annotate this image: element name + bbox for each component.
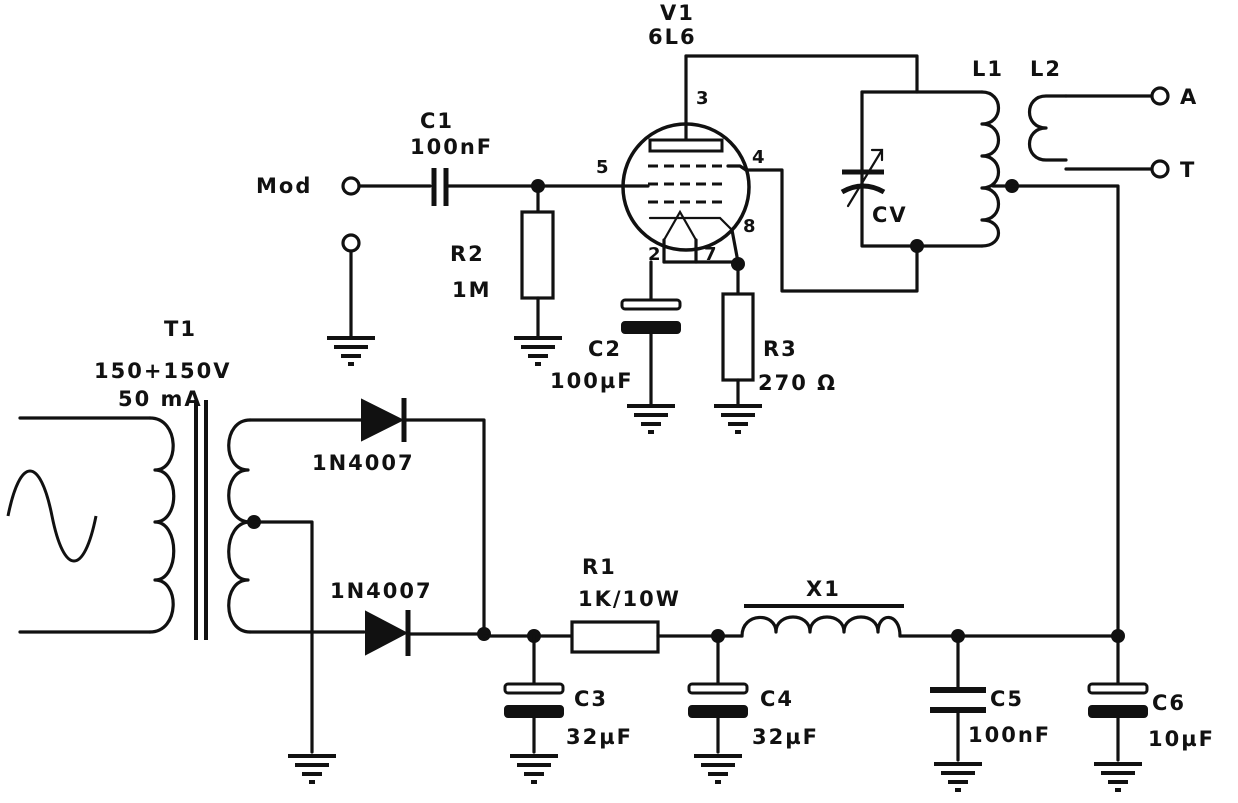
resistor-r2: R2 1M: [450, 184, 564, 366]
t1-ref: T1: [164, 317, 197, 341]
mod-ground-terminal[interactable]: [341, 233, 361, 253]
d-top-ref: 1N4007: [312, 451, 415, 475]
capacitor-c4: C4 32µF: [687, 634, 819, 784]
c2-value: 100µF: [550, 369, 634, 393]
r3-value: 270 Ω: [758, 371, 837, 395]
r2-ref: R2: [450, 242, 485, 266]
cv-ref: CV: [872, 203, 908, 227]
ground-icon: [508, 754, 560, 784]
coil-l1: L1: [972, 57, 1014, 248]
pin-screen: 4: [752, 147, 765, 168]
pin-heater-b: 7: [704, 244, 717, 265]
c3-value: 32µF: [566, 725, 633, 749]
mod-input: Mod: [256, 174, 432, 366]
capacitor-c5: C5 100nF: [930, 634, 1051, 792]
pin-cathode: 8: [743, 216, 756, 237]
variable-capacitor-cv: CV: [840, 148, 908, 227]
diode-bottom: 1N4007: [330, 579, 486, 656]
ground-icon: [625, 404, 677, 434]
choke-x1: X1: [740, 577, 904, 638]
c1-ref: C1: [420, 109, 454, 133]
coil-l2: L2: [1028, 57, 1154, 171]
pin-plate: 3: [696, 88, 709, 109]
tube-v1: V1 6L6 3 5 4 8 2 7: [596, 1, 765, 265]
t1-voltage: 150+150V: [94, 359, 232, 383]
diode-top: 1N4007: [312, 398, 486, 636]
c2-ref: C2: [588, 337, 622, 361]
ground-icon: [286, 754, 338, 784]
antenna-terminal[interactable]: [1150, 86, 1170, 106]
c1-value: 100nF: [410, 135, 493, 159]
l2-ref: L2: [1030, 57, 1062, 81]
c5-ref: C5: [990, 687, 1024, 711]
mod-label: Mod: [256, 174, 312, 198]
ground-icon: [932, 762, 984, 792]
c5-value: 100nF: [968, 723, 1051, 747]
junction-dot: [477, 627, 491, 641]
terminal-a-label: A: [1180, 85, 1198, 109]
tank-circuit: CV L1 L2 A T: [840, 57, 1198, 253]
resistor-r1: R1 1K/10W: [570, 555, 744, 654]
capacitor-c1: C1 100nF: [410, 109, 540, 206]
d-bottom-ref: 1N4007: [330, 579, 433, 603]
transformer-t1: T1 150+150V 50 mA: [18, 317, 252, 640]
c4-value: 32µF: [752, 725, 819, 749]
pin-grid: 5: [596, 157, 609, 178]
c6-value: 10µF: [1148, 727, 1215, 751]
tube-type: 6L6: [648, 25, 697, 49]
terminal-t-label: T: [1180, 158, 1196, 182]
capacitor-c2: C2 100µF: [550, 260, 682, 434]
resistor-r3: R3 270 Ω: [712, 262, 837, 434]
c3-ref: C3: [574, 687, 608, 711]
ac-source: [6, 469, 98, 563]
x1-ref: X1: [806, 577, 841, 601]
c6-ref: C6: [1152, 691, 1186, 715]
ground-icon: [512, 336, 564, 366]
r3-ref: R3: [763, 337, 798, 361]
capacitor-c3: C3 32µF: [503, 634, 633, 784]
ground-icon: [1092, 762, 1144, 792]
t1-current: 50 mA: [118, 387, 203, 411]
ground-icon: [712, 404, 764, 434]
ground-icon: [325, 336, 377, 366]
tube-ref: V1: [660, 1, 695, 25]
ground-terminal[interactable]: [1150, 159, 1170, 179]
junction-dot: [910, 239, 924, 253]
c4-ref: C4: [760, 687, 794, 711]
ground-icon: [692, 754, 744, 784]
pin-heater-a: 2: [648, 244, 661, 265]
mod-terminal[interactable]: [341, 176, 361, 196]
capacitor-c6: C6 10µF: [1087, 634, 1215, 792]
r2-value: 1M: [452, 278, 492, 302]
r1-value: 1K/10W: [578, 587, 681, 611]
r1-ref: R1: [582, 555, 617, 579]
l1-ref: L1: [972, 57, 1004, 81]
